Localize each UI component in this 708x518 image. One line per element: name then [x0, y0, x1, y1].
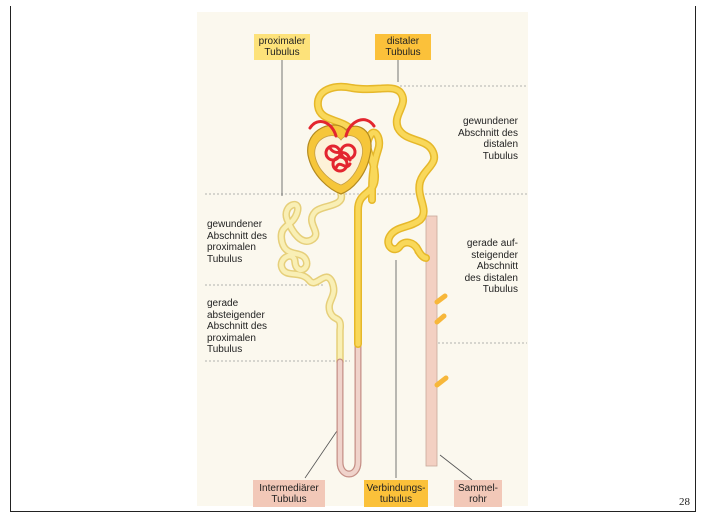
label-proximal-tubule-text: proximaler Tubulus [259, 36, 306, 58]
label-convoluted-proximal: gewundener Abschnitt des proximalen Tubu… [207, 219, 297, 265]
label-distal-tubule: distaler Tubulus [375, 34, 431, 60]
label-connecting-tubule-text: Verbindungs- tubulus [367, 483, 426, 505]
label-straight-descending: gerade absteigender Abschnitt des proxim… [207, 298, 297, 356]
label-collecting-duct-text: Sammel- rohr [458, 483, 498, 505]
page-number: 28 [679, 496, 690, 508]
label-proximal-tubule: proximaler Tubulus [254, 34, 310, 60]
renal-corpuscle [308, 120, 374, 194]
label-intermediate-tubule-text: Intermediärer Tubulus [259, 483, 318, 505]
label-connecting-tubule: Verbindungs- tubulus [364, 480, 428, 507]
label-distal-tubule-text: distaler Tubulus [385, 36, 420, 58]
label-convoluted-distal: gewundener Abschnitt des distalen Tubulu… [436, 116, 518, 162]
leader-collecting [440, 455, 472, 480]
label-straight-ascending: gerade auf- steigender Abschnitt des dis… [436, 238, 518, 296]
leader-intermediate [305, 425, 341, 478]
intermediate-tubule [340, 344, 358, 474]
label-collecting-duct: Sammel- rohr [454, 480, 502, 507]
label-intermediate-tubule: Intermediärer Tubulus [253, 480, 325, 507]
